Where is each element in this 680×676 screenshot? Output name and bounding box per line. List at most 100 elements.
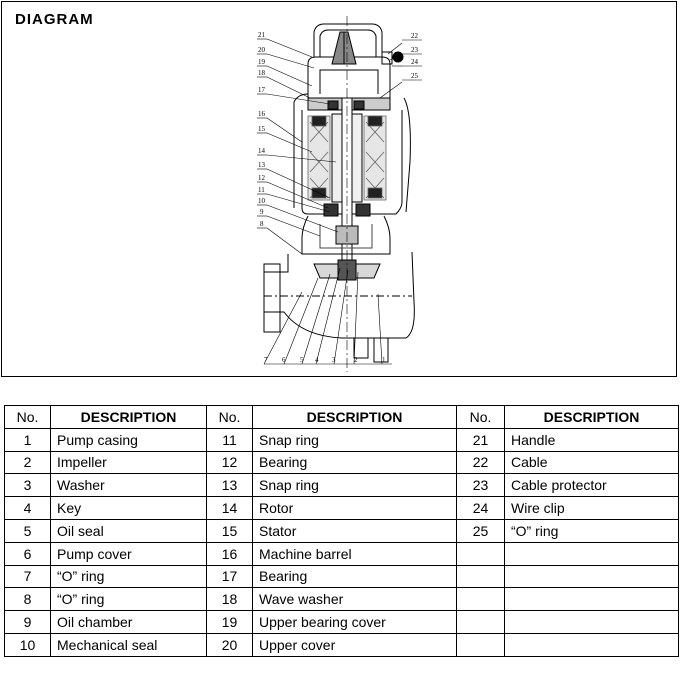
part-description-cell: Washer bbox=[50, 473, 207, 498]
part-description-cell: Pump casing bbox=[50, 427, 207, 452]
part-description-cell: “O” ring bbox=[50, 587, 207, 612]
callout-label: 12 bbox=[258, 174, 266, 182]
part-number-cell: 1 bbox=[4, 427, 51, 452]
part-number-cell: 21 bbox=[456, 427, 505, 452]
parts-table: No. DESCRIPTION No. DESCRIPTION No. DESC… bbox=[4, 405, 679, 657]
column-header-no: No. bbox=[206, 405, 253, 429]
stator-shape bbox=[307, 115, 387, 201]
callout-label: 14 bbox=[258, 147, 266, 155]
part-description-cell: Bearing bbox=[252, 450, 457, 475]
callout-label: 6 bbox=[282, 356, 286, 364]
part-description-cell: Mechanical seal bbox=[50, 632, 207, 657]
part-number-cell: 2 bbox=[4, 450, 51, 475]
callout-label: 7 bbox=[264, 356, 268, 364]
part-number-cell: 10 bbox=[4, 632, 51, 657]
part-number-cell: 17 bbox=[206, 564, 253, 589]
part-number-cell: 6 bbox=[4, 541, 51, 566]
handle-shape bbox=[313, 23, 383, 57]
pump-cross-section-drawing: 21 20 19 18 17 16 15 14 13 12 11 10 9 8 … bbox=[257, 16, 422, 372]
oil-chamber-shape bbox=[301, 215, 391, 255]
part-number-cell: 25 bbox=[456, 518, 505, 543]
part-description-cell: “O” ring bbox=[504, 518, 679, 543]
column-header-description: DESCRIPTION bbox=[50, 405, 207, 429]
part-description-cell: Machine barrel bbox=[252, 541, 457, 566]
callouts-left: 21 20 19 18 17 16 15 14 13 12 11 10 9 8 bbox=[258, 31, 266, 228]
part-description-cell: Pump cover bbox=[50, 541, 207, 566]
callout-label: 21 bbox=[258, 31, 266, 39]
part-description-cell: Oil seal bbox=[50, 518, 207, 543]
callout-label: 4 bbox=[315, 356, 319, 364]
part-description-cell: Stator bbox=[252, 518, 457, 543]
outlet-flange-shape bbox=[263, 263, 281, 333]
callout-label: 3 bbox=[332, 356, 336, 364]
callout-label: 17 bbox=[258, 86, 266, 94]
callout-label: 25 bbox=[411, 72, 419, 80]
part-number-cell: 19 bbox=[206, 610, 253, 634]
callout-label: 22 bbox=[411, 32, 419, 40]
callout-label: 5 bbox=[300, 356, 304, 364]
part-number-cell: 5 bbox=[4, 518, 51, 543]
callouts-bottom: 7 6 5 4 3 2 1 bbox=[264, 356, 386, 364]
part-description-cell bbox=[504, 610, 679, 634]
callout-label: 16 bbox=[258, 110, 266, 118]
callout-label: 15 bbox=[258, 125, 266, 133]
part-number-cell: 14 bbox=[206, 496, 253, 520]
callout-label: 24 bbox=[411, 58, 419, 66]
part-description-cell: Wave washer bbox=[252, 587, 457, 612]
part-description-cell bbox=[504, 587, 679, 612]
callouts-right: 22 23 24 25 bbox=[411, 32, 419, 80]
part-number-cell bbox=[456, 541, 505, 566]
part-number-cell: 3 bbox=[4, 473, 51, 498]
callout-label: 9 bbox=[260, 208, 264, 216]
part-description-cell: Impeller bbox=[50, 450, 207, 475]
part-description-cell bbox=[504, 541, 679, 566]
part-description-cell: Handle bbox=[504, 427, 679, 452]
table-header-row: No. DESCRIPTION No. DESCRIPTION No. DESC… bbox=[4, 405, 679, 429]
part-description-cell: Upper cover bbox=[252, 632, 457, 657]
part-number-cell: 15 bbox=[206, 518, 253, 543]
column-header-description: DESCRIPTION bbox=[504, 405, 679, 429]
part-description-cell: “O” ring bbox=[50, 564, 207, 589]
callout-label: 10 bbox=[258, 197, 266, 205]
part-description-cell: Cable bbox=[504, 450, 679, 475]
part-number-cell: 12 bbox=[206, 450, 253, 475]
part-number-cell bbox=[456, 564, 505, 589]
callout-label: 13 bbox=[258, 161, 266, 169]
callout-label: 1 bbox=[382, 356, 386, 364]
part-description-cell bbox=[504, 632, 679, 657]
callout-label: 11 bbox=[258, 186, 265, 194]
part-description-cell: Key bbox=[50, 496, 207, 520]
callout-label: 18 bbox=[258, 69, 266, 77]
part-number-cell bbox=[456, 632, 505, 657]
part-number-cell: 24 bbox=[456, 496, 505, 520]
part-number-cell: 22 bbox=[456, 450, 505, 475]
part-number-cell: 20 bbox=[206, 632, 253, 657]
callout-label: 23 bbox=[411, 46, 419, 54]
part-description-cell: Upper bearing cover bbox=[252, 610, 457, 634]
diagram-panel: DIAGRAM bbox=[1, 1, 677, 377]
part-description-cell: Cable protector bbox=[504, 473, 679, 498]
part-number-cell: 4 bbox=[4, 496, 51, 520]
part-number-cell: 8 bbox=[4, 587, 51, 612]
part-number-cell: 23 bbox=[456, 473, 505, 498]
part-number-cell: 18 bbox=[206, 587, 253, 612]
part-number-cell bbox=[456, 610, 505, 634]
callout-label: 20 bbox=[258, 46, 266, 54]
part-description-cell: Snap ring bbox=[252, 473, 457, 498]
column-header-no: No. bbox=[456, 405, 505, 429]
part-description-cell: Bearing bbox=[252, 564, 457, 589]
part-description-cell: Oil chamber bbox=[50, 610, 207, 634]
part-number-cell: 11 bbox=[206, 427, 253, 452]
part-number-cell: 7 bbox=[4, 564, 51, 589]
callout-label: 8 bbox=[260, 220, 264, 228]
part-number-cell: 16 bbox=[206, 541, 253, 566]
part-number-cell: 9 bbox=[4, 610, 51, 634]
